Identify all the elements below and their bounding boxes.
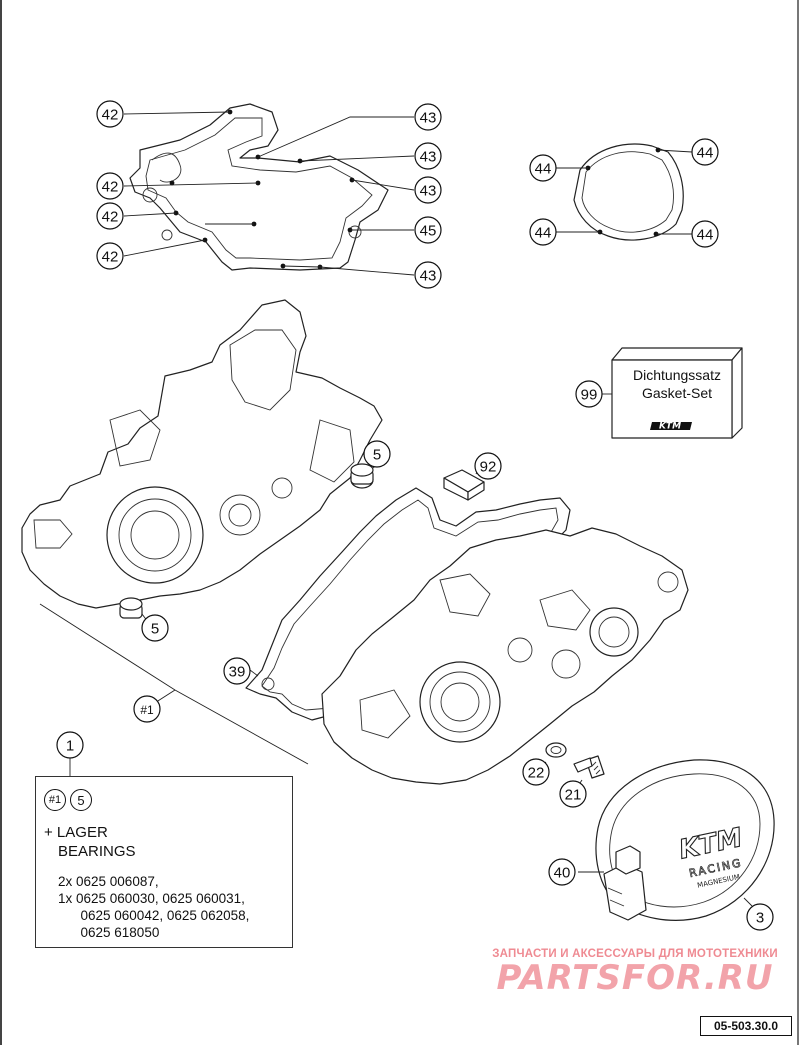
info-part-numbers: 2x 0625 006087, 1x 0625 060030, 0625 060…: [58, 874, 250, 940]
dowel-block: [443, 469, 485, 501]
svg-text:92: 92: [480, 459, 497, 476]
callout-44-a: 44: [529, 154, 557, 182]
svg-text:44: 44: [535, 161, 552, 178]
svg-text:39: 39: [229, 664, 246, 681]
clutch-cover-gasket-group: [556, 143, 693, 241]
callout-43-d: 43: [414, 261, 442, 289]
ignition-cover: [578, 759, 775, 921]
callout-99: 99: [575, 380, 603, 408]
callout-39: 39: [223, 657, 251, 685]
svg-text:42: 42: [102, 209, 119, 226]
bearing-info-box: #1 5 + LAGER BEARINGS 2x 0625 006087, 1x…: [35, 776, 293, 948]
left-crankcase-half: [21, 299, 383, 609]
callouts: 42 42 42 42 43 43 43 45 43 44 44 44 44 9…: [56, 100, 774, 931]
crankcase-gasket: [129, 103, 389, 271]
callout-1: 1: [56, 731, 84, 759]
svg-text:42: 42: [102, 249, 119, 266]
svg-text:44: 44: [697, 227, 714, 244]
callout-44-d: 44: [691, 220, 719, 248]
svg-text:5: 5: [373, 447, 381, 464]
callout-42-b: 42: [96, 172, 124, 200]
ref-5: 5: [70, 789, 92, 811]
callout-22: 22: [522, 758, 550, 786]
page-frame-right: [797, 0, 799, 1045]
clutch-cover-gasket: [573, 143, 684, 241]
callout-45: 45: [414, 216, 442, 244]
callout-42-c: 42: [96, 202, 124, 230]
info-line-bearings: BEARINGS: [58, 843, 136, 860]
watermark-tagline: ЗАПЧАСТИ И АКСЕССУАРЫ ДЛЯ МОТОТЕХНИКИ: [492, 948, 778, 960]
svg-text:21: 21: [565, 787, 582, 804]
svg-text:3: 3: [756, 910, 764, 927]
callout-44-b: 44: [691, 138, 719, 166]
gasket-set-label: Dichtungssatz Gasket-Set: [622, 366, 732, 402]
svg-text:44: 44: [697, 145, 714, 162]
callout-43-b: 43: [414, 142, 442, 170]
diagram-code: 05-503.30.0: [700, 1016, 792, 1036]
callout-42-d: 42: [96, 242, 124, 270]
crankcase-gasket-group: [123, 103, 415, 276]
watermark-brand: PARTSFOR.RU: [496, 958, 774, 998]
svg-text:1: 1: [66, 738, 74, 755]
info-box-text: + LAGER BEARINGS: [44, 823, 136, 861]
info-line-lager: + LAGER: [44, 824, 108, 841]
bearing-lower: [119, 597, 149, 623]
gasket-set-line-2: Gasket-Set: [641, 385, 713, 401]
drain-screw: [573, 755, 605, 787]
svg-text:99: 99: [581, 387, 598, 404]
ref-hash-1: #1: [44, 789, 66, 811]
watermark: ЗАПЧАСТИ И АКСЕССУАРЫ ДЛЯ МОТОТЕХНИКИ PA…: [480, 948, 790, 998]
svg-text:45: 45: [420, 223, 437, 240]
right-crankcase-half: [321, 527, 689, 785]
svg-text:43: 43: [420, 183, 437, 200]
callout-3: 3: [746, 903, 774, 931]
page-frame-left: [0, 0, 2, 1045]
svg-text:42: 42: [102, 107, 119, 124]
svg-text:42: 42: [102, 179, 119, 196]
gasket-set-line-1: Dichtungssatz: [633, 367, 721, 383]
callout-21: 21: [559, 780, 587, 808]
svg-text:44: 44: [535, 225, 552, 242]
svg-text:5: 5: [151, 621, 159, 638]
svg-text:40: 40: [554, 865, 571, 882]
svg-text:43: 43: [420, 149, 437, 166]
svg-text:#1: #1: [140, 703, 154, 717]
callout-42-a: 42: [96, 100, 124, 128]
callout-40: 40: [548, 858, 576, 886]
bearing-upper: [350, 457, 375, 489]
info-box-refs: #1 5: [44, 789, 92, 811]
gasket-set-box: [602, 347, 743, 439]
svg-text:43: 43: [420, 110, 437, 127]
callout-44-c: 44: [529, 218, 557, 246]
callout-43-a: 43: [414, 103, 442, 131]
callout-5-lower: 5: [141, 614, 169, 642]
callout-hash-1: #1: [133, 695, 161, 723]
callout-5-upper: 5: [363, 440, 391, 468]
svg-text:43: 43: [420, 268, 437, 285]
gasket-set-logo: KTM: [659, 422, 681, 432]
callout-92: 92: [474, 452, 502, 480]
callout-43-c: 43: [414, 176, 442, 204]
svg-text:22: 22: [528, 765, 545, 782]
